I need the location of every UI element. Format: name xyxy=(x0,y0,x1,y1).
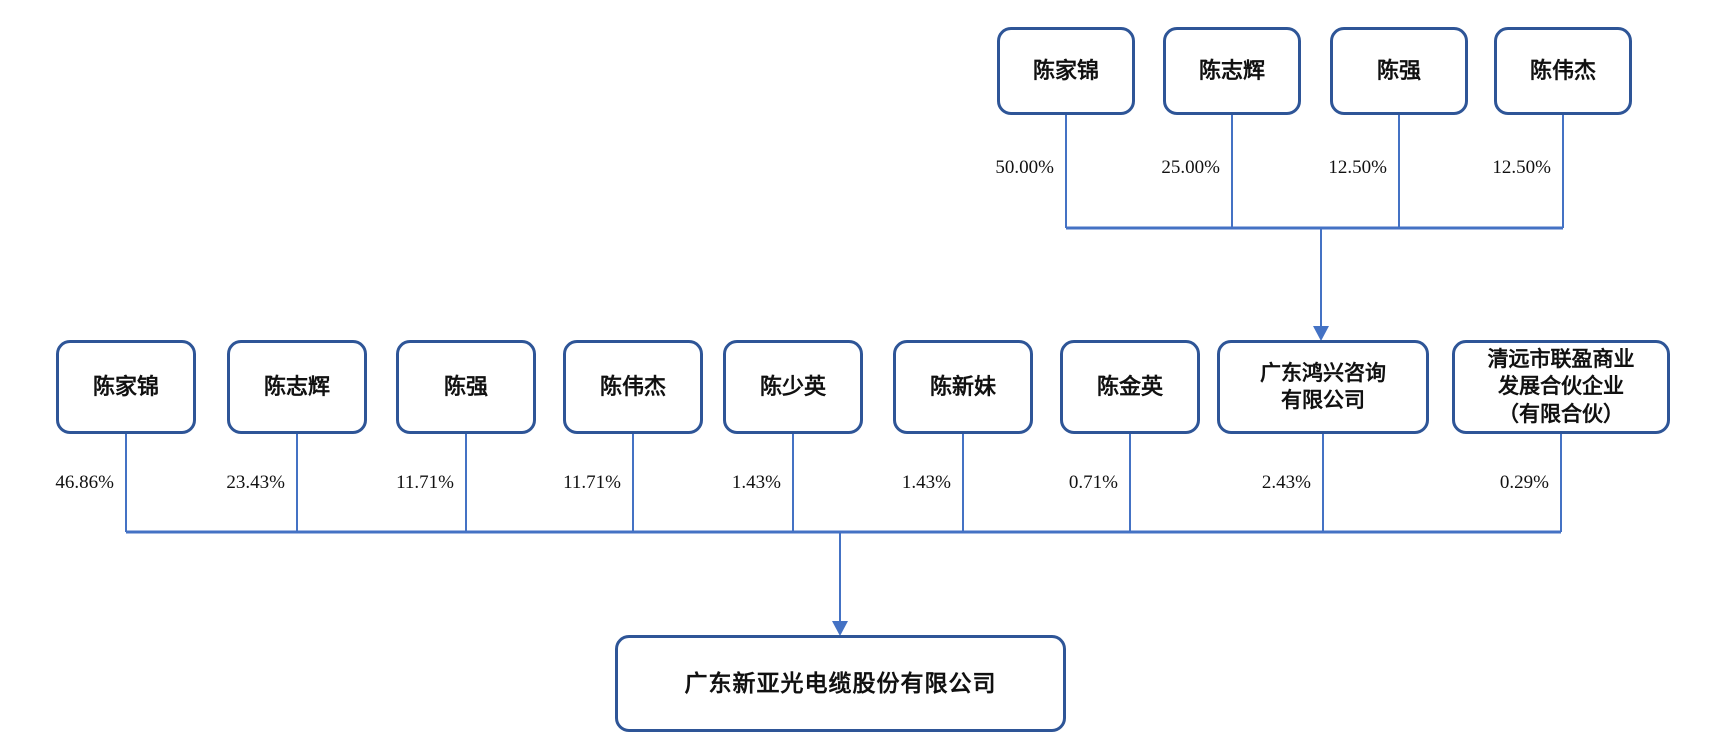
entity-label: 广东鸿兴咨询 有限公司 xyxy=(1260,360,1386,412)
ownership-percent-mid-1: 23.43% xyxy=(226,472,285,493)
ownership-percent-mid-0: 46.86% xyxy=(55,472,114,493)
ownership-percent-mid-4: 1.43% xyxy=(731,472,781,493)
entity-box-top-chenjiajin: 陈家锦 xyxy=(997,27,1135,115)
ownership-percent-top-1: 25.00% xyxy=(1161,157,1220,178)
entity-box-hongxing-consulting: 广东鸿兴咨询 有限公司 xyxy=(1217,340,1429,434)
entity-label: 陈家锦 xyxy=(92,373,159,399)
entity-label: 陈伟杰 xyxy=(599,373,666,399)
entity-label: 陈新妹 xyxy=(929,373,996,399)
entity-label: 陈伟杰 xyxy=(1529,57,1596,83)
entity-box-mid-chenweijie: 陈伟杰 xyxy=(563,340,703,434)
top-arrowhead-icon xyxy=(1313,326,1329,341)
entity-label: 陈少英 xyxy=(759,373,826,399)
entity-box-main-company: 广东新亚光电缆股份有限公司 xyxy=(615,635,1066,732)
entity-label: 陈志辉 xyxy=(1198,57,1265,83)
entity-box-top-chenzhihui: 陈志辉 xyxy=(1163,27,1301,115)
ownership-percent-mid-7: 2.43% xyxy=(1261,472,1311,493)
entity-label: 广东新亚光电缆股份有限公司 xyxy=(684,670,997,696)
ownership-percent-mid-3: 11.71% xyxy=(563,472,621,493)
entity-label: 清远市联盈商业 发展合伙企业 （有限合伙） xyxy=(1487,347,1635,426)
entity-box-top-chenweijie: 陈伟杰 xyxy=(1494,27,1632,115)
entity-box-lianying-partnership: 清远市联盈商业 发展合伙企业 （有限合伙） xyxy=(1452,340,1670,434)
ownership-percent-top-0: 50.00% xyxy=(995,157,1054,178)
ownership-percent-top-3: 12.50% xyxy=(1492,157,1551,178)
entity-label: 陈家锦 xyxy=(1032,57,1099,83)
entity-box-mid-chenshaoying: 陈少英 xyxy=(723,340,863,434)
entity-label: 陈强 xyxy=(1376,57,1421,83)
entity-box-mid-chenjinying: 陈金英 xyxy=(1060,340,1200,434)
entity-label: 陈强 xyxy=(443,373,488,399)
top-drop-lines xyxy=(1065,115,1564,228)
ownership-percent-mid-6: 0.71% xyxy=(1068,472,1118,493)
ownership-percent-mid-8: 0.29% xyxy=(1499,472,1549,493)
entity-box-mid-chenzhihui: 陈志辉 xyxy=(227,340,367,434)
ownership-percent-mid-2: 11.71% xyxy=(396,472,454,493)
entity-box-mid-chenjiajin: 陈家锦 xyxy=(56,340,196,434)
entity-label: 陈金英 xyxy=(1096,373,1163,399)
entity-box-mid-chenxinmei: 陈新妹 xyxy=(893,340,1033,434)
bottom-arrowhead-icon xyxy=(832,621,848,636)
ownership-percent-mid-5: 1.43% xyxy=(901,472,951,493)
entity-label: 陈志辉 xyxy=(263,373,330,399)
ownership-percent-top-2: 12.50% xyxy=(1328,157,1387,178)
middle-drop-lines xyxy=(125,434,1562,532)
entity-box-top-chenqiang: 陈强 xyxy=(1330,27,1468,115)
entity-box-mid-chenqiang: 陈强 xyxy=(396,340,536,434)
